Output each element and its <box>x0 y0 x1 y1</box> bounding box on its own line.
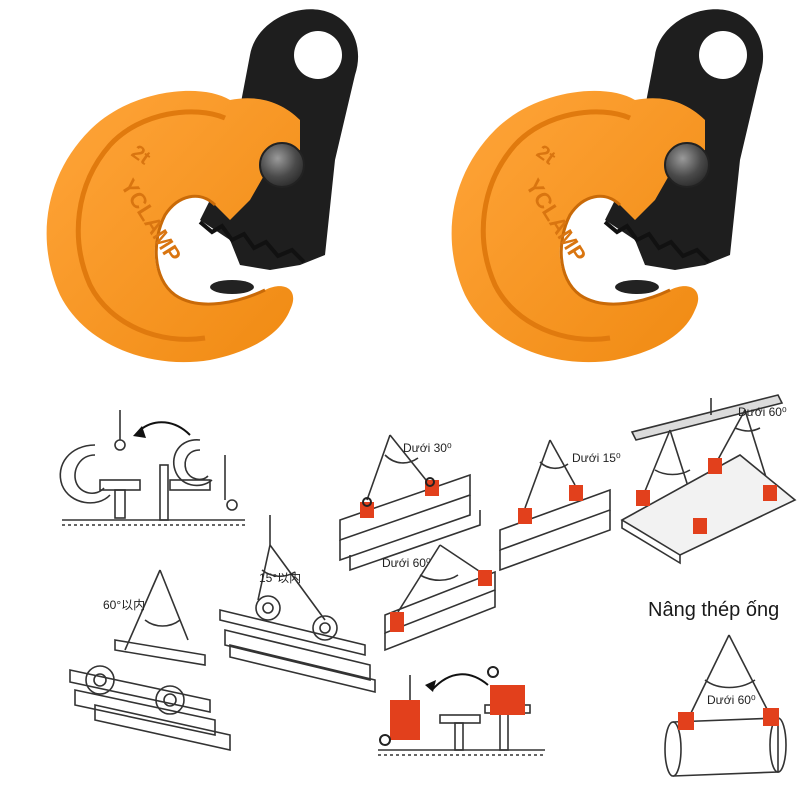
clamp-photo-right <box>452 9 763 362</box>
diagram-mirrored-60 <box>69 569 231 751</box>
diagram-pipe-under-60 <box>664 634 787 777</box>
label-under-60-plate: Dưới 60⁰ <box>738 405 787 419</box>
label-under-30: Dưới 30⁰ <box>403 441 452 455</box>
diagram-beam-under-15 <box>499 439 611 572</box>
label-under-60-beam: Dưới 60⁰ <box>382 556 431 570</box>
label-mirrored-60: 60°以内 <box>103 598 146 612</box>
label-under-15: Dưới 15⁰ <box>572 451 621 465</box>
pipe-title: Nâng thép ống <box>648 599 780 621</box>
label-under-60-pipe: Dưới 60⁰ <box>707 693 756 707</box>
diagram-beam-under-60 <box>384 544 496 652</box>
diagram-beam-under-30 <box>339 434 481 572</box>
diagram-plate-under-60 <box>620 394 797 565</box>
diagram-mirrored-15 <box>219 515 376 694</box>
clamp-photo-left <box>47 9 358 362</box>
diagram-red-hook-onto-beam <box>378 666 545 756</box>
label-mirrored-15: 15°以内 <box>259 571 302 585</box>
diagram-hook-onto-beam <box>59 410 245 526</box>
